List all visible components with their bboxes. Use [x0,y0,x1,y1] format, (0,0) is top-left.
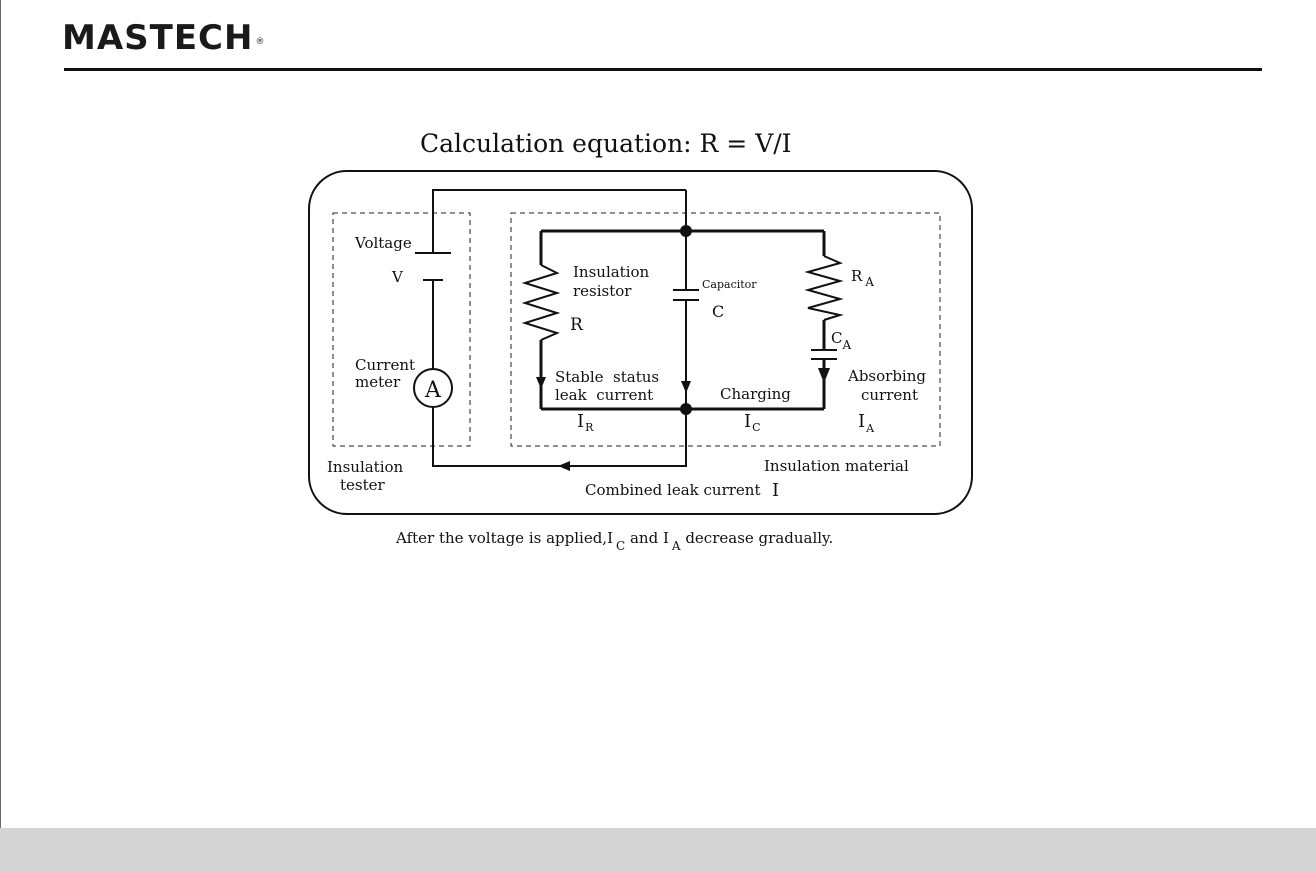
bottom-bar [0,828,1316,872]
resistor-label-2: resistor [573,282,632,300]
ia-symbol: I [858,411,865,432]
capacitor-ca-icon [811,350,837,359]
battery-symbol [415,253,451,280]
ia-label: IA [858,411,875,435]
ammeter-symbol: A [424,378,442,403]
resistor-r-icon [525,265,557,340]
meter-label-1: Current [355,356,415,374]
ir-label: IR [577,411,594,434]
ca-symbol: C [831,329,842,347]
combined-leak-symbol: I [772,480,779,501]
caption-and: and [625,529,663,547]
caption-ic: I [607,529,613,547]
leak-label-1: Stable status [555,368,659,386]
absorbing-current-arrow-icon [818,368,830,383]
caption-ia-sub: A [671,539,681,553]
material-group-label: Insulation material [764,457,909,475]
capacitor-symbol: C [712,302,724,321]
resistor-ra-icon [808,256,840,320]
insulation-circuit-diagram: Calculation equation: R = V/I A [0,0,1316,828]
voltage-label: Voltage [354,234,412,252]
ia-sub: A [865,422,875,435]
caption-ic-sub: C [616,539,625,553]
meter-label-2: meter [355,373,401,391]
charging-label: Charging [720,385,791,403]
caption-ia: I [663,529,669,547]
combined-current-arrow-icon [558,461,570,471]
diagram-title: Calculation equation: R = V/I [420,129,792,158]
ra-sub: A [864,275,874,289]
ra-symbol: R [851,267,863,285]
resistor-label-1: Insulation [573,263,650,281]
junction-bottom-dot [680,403,692,415]
capacitor-c-icon [673,290,699,300]
caption-part2: decrease gradually. [681,529,834,547]
resistor-symbol: R [570,315,584,335]
voltage-symbol: V [391,268,404,286]
capacitor-label: Capacitor [702,278,757,291]
leak-current-arrow-icon [536,377,546,389]
ca-label: CA [831,329,851,352]
ir-sub: R [585,421,594,434]
ca-sub: A [841,338,851,352]
ic-sub: C [752,421,760,434]
junction-top-dot [680,225,692,237]
caption-part1: After the voltage is applied, [395,529,607,547]
absorbing-label-1: Absorbing [847,367,926,385]
combined-leak-label: Combined leak current [585,481,760,499]
ir-symbol: I [577,411,584,432]
leak-label-2: leak current [555,386,653,404]
ic-symbol: I [744,411,751,432]
tester-group-label-2: tester [340,476,386,494]
charging-current-arrow-icon [681,381,691,393]
ic-label: IC [744,411,761,434]
absorbing-label-2: current [861,386,918,404]
tester-group-label-1: Insulation [327,458,404,476]
